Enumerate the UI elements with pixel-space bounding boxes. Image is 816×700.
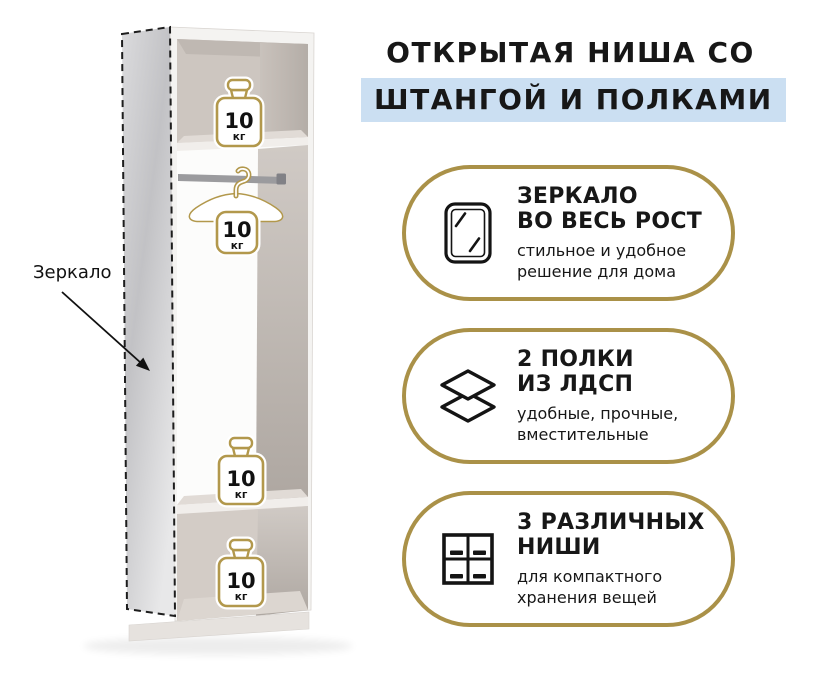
feature-title: ЗЕРКАЛО ВО ВЕСЬ РОСТ — [517, 183, 703, 235]
feature-card-mirror: ЗЕРКАЛО ВО ВЕСЬ РОСТ стильное и удобное … — [402, 165, 735, 301]
weight-value: 10 — [226, 467, 255, 491]
weight-unit: кг — [231, 240, 244, 252]
page-title: ОТКРЫТАЯ НИША СО ШТАНГОЙ И ПОЛКАМИ — [361, 36, 786, 122]
layers-icon — [439, 369, 497, 423]
feature-title: 2 ПОЛКИ ИЗ ЛДСП — [517, 346, 634, 398]
cabinet-plinth — [128, 611, 310, 642]
title-line-2-highlighted: ШТАНГОЙ И ПОЛКАМИ — [361, 77, 786, 122]
feature-title: 3 РАЗЛИЧНЫХ НИШИ — [517, 509, 705, 561]
mirror-label: Зеркало — [33, 262, 111, 283]
weight-badge-hanger: 10 кг — [213, 208, 261, 257]
hanger-rod — [178, 173, 286, 185]
weight-icon-middle: 10 кг — [215, 434, 267, 508]
feature-card-shelves: 2 ПОЛКИ ИЗ ЛДСП удобные, прочные, вмести… — [402, 328, 735, 464]
hanger-icon — [188, 166, 284, 223]
wardrobe-illustration: 10 кг 10 кг — [33, 25, 353, 655]
feature-subtitle: для компактного хранения вещей — [517, 566, 663, 608]
feature-card-niches: 3 РАЗЛИЧНЫХ НИШИ для компактного хранени… — [402, 491, 735, 627]
title-line-1: ОТКРЫТАЯ НИША СО — [386, 36, 755, 69]
weight-icon-top: 10 кг — [213, 76, 265, 150]
weight-unit: кг — [235, 489, 248, 501]
arrow-head — [135, 357, 150, 371]
weight-value: 10 — [226, 569, 255, 593]
weight-unit: кг — [233, 131, 246, 143]
mirror-callout: Зеркало — [33, 262, 150, 371]
niches-icon — [439, 533, 497, 585]
weight-unit: кг — [235, 591, 248, 603]
mirror-panel — [120, 25, 177, 618]
cabinet-top-niche — [177, 39, 308, 143]
weight-value: 10 — [222, 218, 251, 242]
weight-value: 10 — [224, 109, 253, 133]
cabinet-middle-niche — [177, 145, 308, 505]
floor-shadow — [83, 637, 353, 655]
feature-subtitle: стильное и удобное решение для дома — [517, 240, 687, 282]
weight-icon-bottom: 10 кг — [215, 536, 267, 610]
feature-list: ЗЕРКАЛО ВО ВЕСЬ РОСТ стильное и удобное … — [402, 165, 735, 654]
feature-subtitle: удобные, прочные, вместительные — [517, 403, 679, 445]
mirror-icon — [439, 202, 497, 264]
